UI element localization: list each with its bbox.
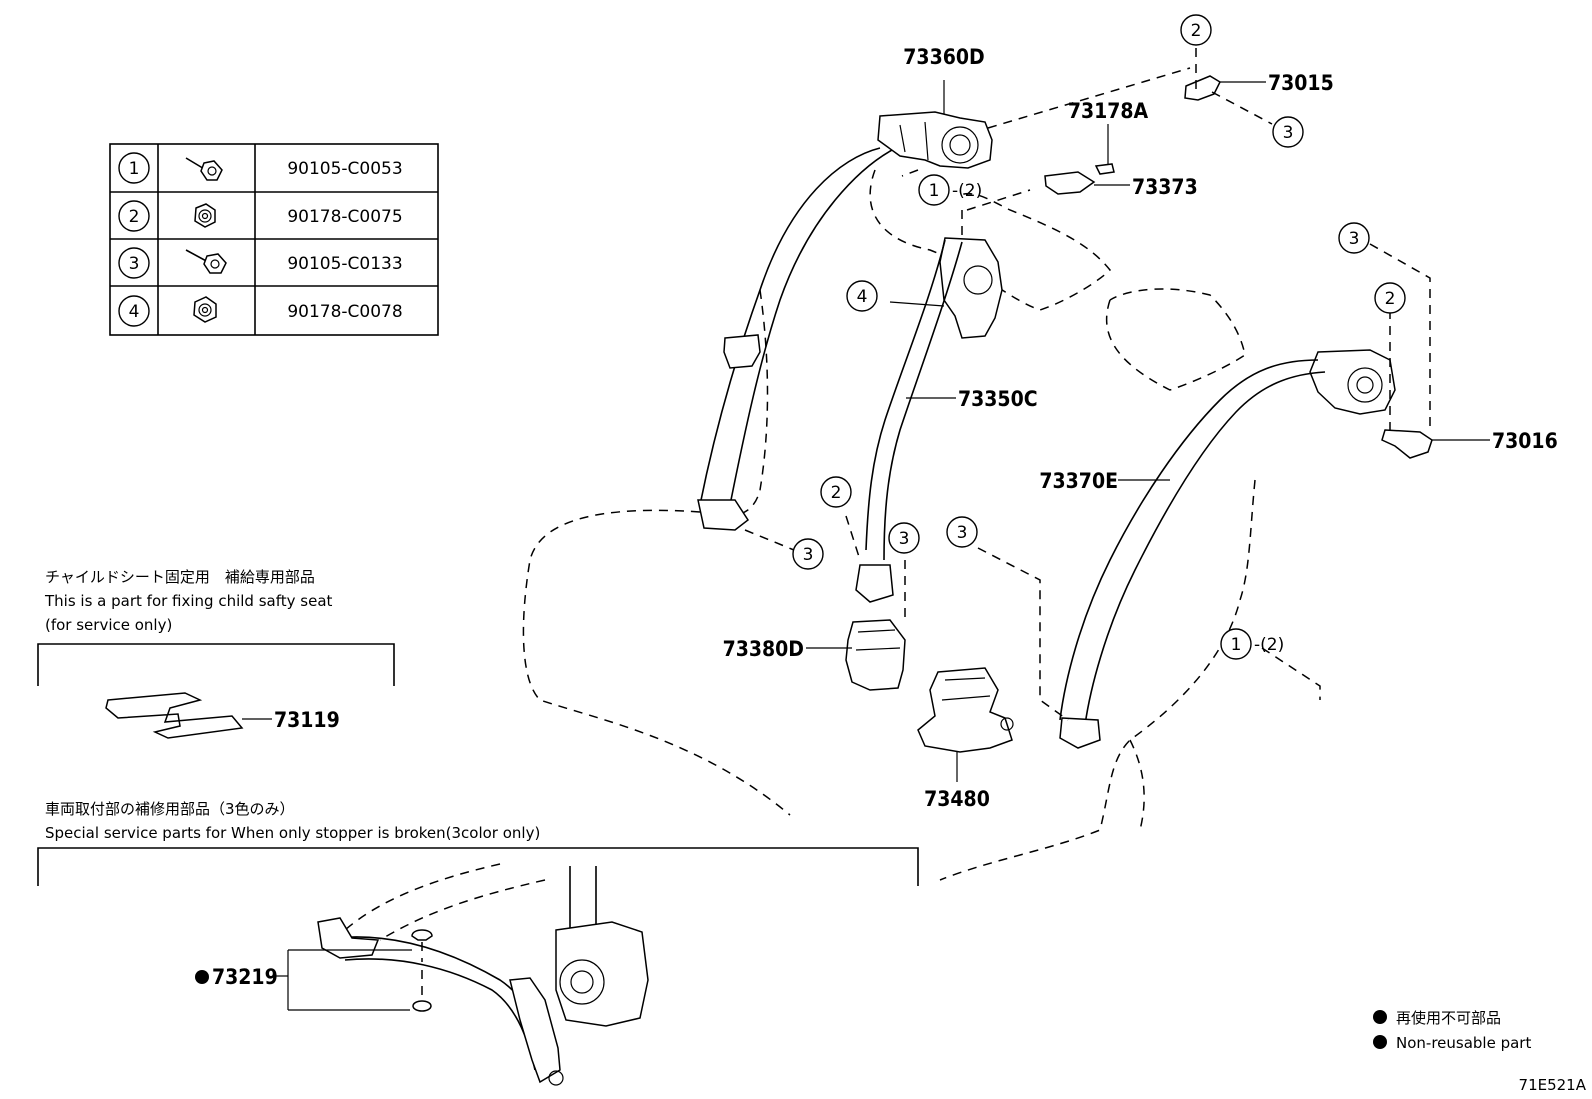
callout-circle: 3 <box>888 522 920 554</box>
svg-text:チャイルドシート固定用 補給専用部品: チャイルドシート固定用 補給専用部品 <box>45 568 315 586</box>
part-label-73350c: 73350C <box>958 387 1038 411</box>
svg-text:1: 1 <box>1231 635 1242 655</box>
non-reusable-bullet-icon <box>1373 1035 1387 1049</box>
svg-text:4: 4 <box>857 287 868 307</box>
bracket-73016 <box>1381 429 1433 459</box>
svg-text:This is a part for fixing chil: This is a part for fixing child safty se… <box>44 592 333 610</box>
svg-text:2: 2 <box>1191 21 1202 41</box>
svg-text:3: 3 <box>129 254 140 274</box>
callout-circle: 3 <box>1338 222 1370 254</box>
fastener-row: 3 90105-C0133 <box>118 247 403 279</box>
callout-circle: 3 <box>1272 116 1304 148</box>
part-label-73373: 73373 <box>1132 175 1198 199</box>
svg-text:1: 1 <box>929 181 940 201</box>
svg-text:3: 3 <box>803 545 814 565</box>
non-reusable-bullet-icon <box>1373 1010 1387 1024</box>
svg-text:3: 3 <box>957 523 968 543</box>
child-seat-plate-73119: 73119 <box>105 692 340 739</box>
svg-text:2: 2 <box>129 207 140 227</box>
part-label-73360d: 73360D <box>903 45 984 69</box>
bolt-icon <box>185 249 227 274</box>
fastener-row: 4 90178-C0078 <box>118 295 403 327</box>
callout-circle: 4 <box>846 280 878 312</box>
shoulder-belt-left <box>697 147 893 531</box>
nut-icon <box>194 203 216 228</box>
svg-text:90178-C0078: 90178-C0078 <box>287 302 402 322</box>
fastener-row: 1 90105-C0053 <box>118 152 403 184</box>
svg-text:3: 3 <box>899 529 910 549</box>
part-label-73219: 73219 <box>212 965 278 989</box>
cover-73373 <box>1044 171 1096 195</box>
svg-text:-(2): -(2) <box>1254 635 1284 655</box>
svg-text:2: 2 <box>831 483 842 503</box>
retractor-73370e <box>1059 349 1396 749</box>
svg-text:1: 1 <box>129 159 140 179</box>
svg-text:90105-C0133: 90105-C0133 <box>287 254 402 274</box>
svg-text:90178-C0075: 90178-C0075 <box>287 207 402 227</box>
cover-73178a <box>1094 163 1115 175</box>
callout-circle: 2 <box>820 476 852 508</box>
callout-circle: 3 <box>946 516 978 548</box>
fastener-leaders <box>744 48 1431 721</box>
part-label-73119: 73119 <box>274 708 340 732</box>
child-seat-note: チャイルドシート固定用 補給専用部品 This is a part for fi… <box>37 568 395 686</box>
non-reusable-bullet-icon <box>195 970 209 984</box>
part-label-73016: 73016 <box>1492 429 1558 453</box>
callout-circle: 2 <box>1374 282 1406 314</box>
fastener-row: 2 90178-C0075 <box>118 200 403 232</box>
fastener-table: 1 90105-C0053 2 90178-C0075 3 <box>109 143 439 336</box>
retractor-73360d <box>877 111 993 169</box>
svg-text:Special service parts for When: Special service parts for When only stop… <box>45 824 540 842</box>
svg-text:Non-reusable part: Non-reusable part <box>1396 1034 1531 1052</box>
callout-circle: 2 <box>1180 14 1212 46</box>
svg-text:3: 3 <box>1283 123 1294 143</box>
part-leaders <box>806 80 1490 782</box>
part-label-73380d: 73380D <box>723 637 804 661</box>
svg-text:4: 4 <box>129 302 140 322</box>
part-label-73370e: 73370E <box>1039 469 1118 493</box>
stopper-note: 車両取付部の補修用部品（3色のみ） Special service parts … <box>37 800 919 886</box>
stopper-detail: 73219 <box>195 863 649 1086</box>
part-label-73015: 73015 <box>1268 71 1334 95</box>
svg-text:-(2): -(2) <box>952 181 982 201</box>
nut-icon <box>193 296 217 323</box>
svg-text:90105-C0053: 90105-C0053 <box>287 159 402 179</box>
callout-circle: 1 -(2) <box>918 174 982 206</box>
svg-text:2: 2 <box>1385 289 1396 309</box>
seat-outline <box>522 169 1256 881</box>
retractor-73350c <box>855 237 1003 603</box>
svg-text:車両取付部の補修用部品（3色のみ）: 車両取付部の補修用部品（3色のみ） <box>45 800 295 818</box>
part-label-73178a: 73178A <box>1068 99 1149 123</box>
callout-circle: 1 -(2) <box>1220 628 1284 660</box>
bracket-73015 <box>1184 75 1221 101</box>
svg-text:再使用不可部品: 再使用不可部品 <box>1396 1009 1501 1027</box>
bolt-icon <box>185 157 223 181</box>
part-label-73480: 73480 <box>924 787 990 811</box>
diagram-code: 71E521A <box>1519 1076 1587 1094</box>
buckle-73380d <box>845 619 906 691</box>
svg-text:(for service only): (for service only) <box>45 616 172 634</box>
legend: 再使用不可部品 Non-reusable part <box>1373 1009 1531 1052</box>
callout-circle: 3 <box>792 538 824 570</box>
buckle-73480 <box>917 667 1014 753</box>
svg-text:3: 3 <box>1349 229 1360 249</box>
